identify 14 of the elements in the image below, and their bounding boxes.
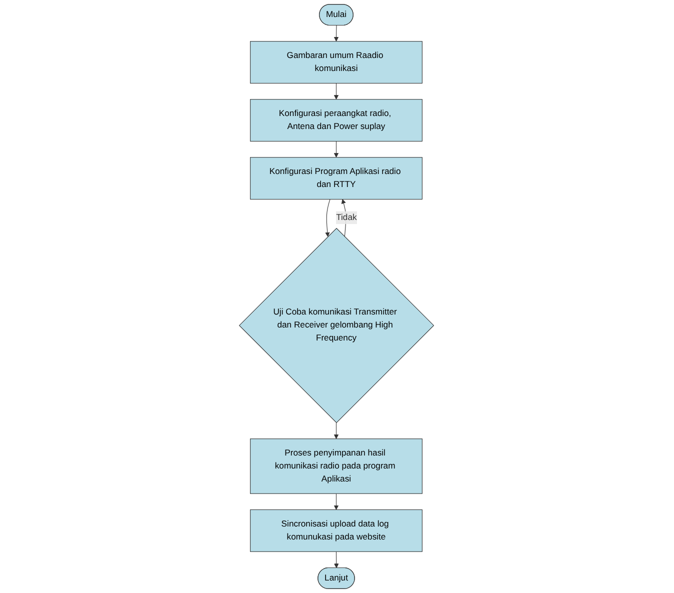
node-box: Sincronisasi upload data log komunukasi pada website xyxy=(250,509,423,552)
edge-label: Tidak xyxy=(336,212,358,222)
arrow xyxy=(334,141,340,158)
node-box: Proses penyimpanan hasil komunikasi radio pada program Aplikasi xyxy=(250,438,423,494)
node-box: Konfigurasi Program Aplikasi radio dan RTTY xyxy=(250,157,423,200)
arrow xyxy=(334,551,340,568)
node-diamond: Uji Coba komunikasi Transmitter dan Receiver gelombang High Frequency xyxy=(239,228,435,424)
arrow xyxy=(334,25,340,42)
arrow xyxy=(334,83,340,100)
node-box: Konfigurasi peraangkat radio, Antena dan Power suplay xyxy=(250,99,423,142)
arrow xyxy=(326,199,331,237)
node-box: Gambaran umum Raadio komunikasi xyxy=(250,41,423,84)
arrow xyxy=(334,493,340,510)
arrow xyxy=(334,422,340,440)
